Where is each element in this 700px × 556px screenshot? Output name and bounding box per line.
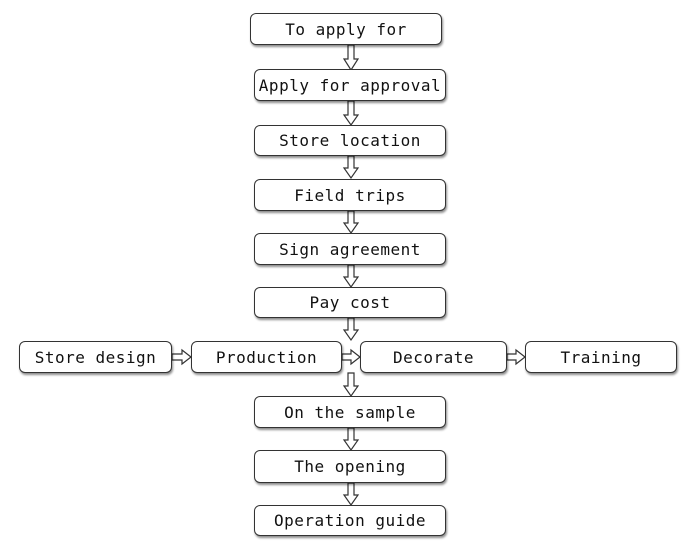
arrow-opening-to-guide bbox=[342, 482, 360, 507]
arrow-sample-to-opening bbox=[342, 427, 360, 452]
arrow-agreement-to-pay bbox=[342, 264, 360, 289]
arrow-row-to-sample bbox=[342, 372, 360, 398]
step-on-the-sample: On the sample bbox=[254, 396, 446, 428]
step-store-design: Store design bbox=[19, 341, 172, 373]
step-operation-guide: Operation guide bbox=[254, 505, 446, 536]
step-to-apply-for: To apply for bbox=[250, 13, 442, 45]
step-field-trips: Field trips bbox=[254, 179, 446, 211]
arrow-design-to-production bbox=[171, 348, 192, 366]
arrow-apply-to-approval bbox=[342, 44, 360, 72]
step-pay-cost: Pay cost bbox=[254, 287, 446, 318]
arrow-pay-to-row bbox=[342, 317, 360, 342]
step-decorate: Decorate bbox=[360, 341, 507, 373]
arrow-approval-to-location bbox=[342, 100, 360, 127]
step-training: Training bbox=[525, 341, 677, 373]
arrow-decorate-to-training bbox=[506, 348, 526, 366]
step-the-opening: The opening bbox=[254, 450, 446, 483]
arrow-location-to-trips bbox=[342, 155, 360, 180]
step-sign-agreement: Sign agreement bbox=[254, 233, 446, 265]
step-store-location: Store location bbox=[254, 125, 446, 156]
step-production: Production bbox=[191, 341, 342, 373]
arrow-trips-to-agreement bbox=[342, 210, 360, 235]
step-apply-for-approval: Apply for approval bbox=[254, 69, 446, 101]
arrow-production-to-decorate bbox=[341, 348, 361, 366]
